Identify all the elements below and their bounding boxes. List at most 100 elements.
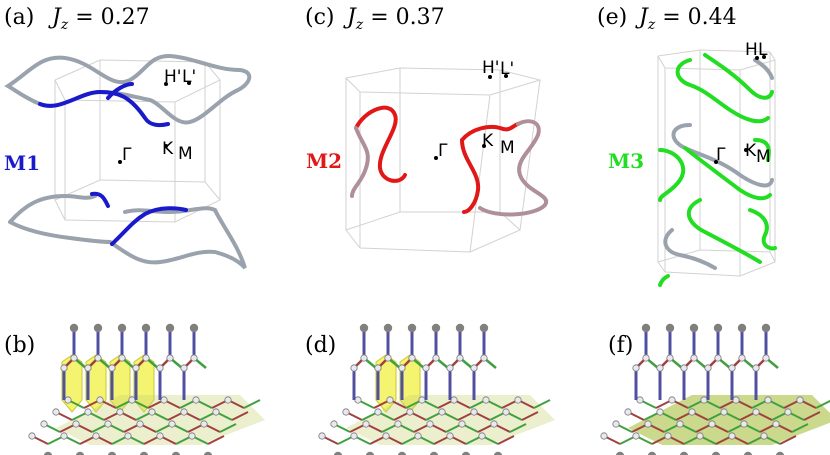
atom [679,451,689,455]
fermi-arc-c-left-gray [350,126,370,198]
atom [743,451,753,455]
atom [93,323,103,333]
mode-tag-c: M2 [306,149,342,173]
atom-site [426,420,434,428]
atom-site [192,396,200,404]
atom-site [70,354,78,362]
atom-site [422,364,430,372]
atom-site [128,396,136,404]
panel-e: (e) Jz = 0.44 H L K M Γ [597,5,777,287]
atom-site [656,408,664,416]
panel-f-label: (f) [608,333,633,358]
point-e-L: L [758,40,768,60]
bond [243,399,261,409]
atom-site [92,432,100,440]
atom-site [374,364,382,372]
bond [521,411,539,421]
atom [203,451,213,455]
panel-c-jz: Jz = 0.37 [343,5,445,33]
atom [641,323,651,333]
point-e-Gamma: Γ [716,145,726,165]
atom-site [408,354,416,362]
atom [711,451,721,455]
atom [615,451,625,455]
atom [429,451,439,455]
atom-site [354,396,362,404]
panel-a: (a) Jz = 0.27 H' L' K M Γ M1 [4,5,252,270]
atom-site [94,354,102,362]
panel-a-label: (a) [4,5,34,30]
atom-site [362,420,370,428]
atom [665,323,675,333]
atom-site [414,432,422,440]
atom-site [642,354,650,362]
panel-c-label: (c) [305,5,335,30]
atom [165,323,175,333]
bond [219,423,237,433]
point-a-Gamma: Γ [122,145,132,165]
hsp-a: H' L' K M Γ [118,67,196,165]
panel-d-label: (d) [305,333,336,358]
atom [365,451,375,455]
bond [779,435,797,445]
atom [117,323,127,333]
atom-site [480,354,488,362]
panel-e-label: (e) [597,5,627,30]
panel-c: (c) Jz = 0.37 H' L' K M Γ M2 [305,5,549,253]
atom-site [676,420,684,428]
atom-site [148,408,156,416]
atom-site [714,354,722,362]
atom-site [116,408,124,416]
atom-site [382,432,390,440]
atom-site [156,432,164,440]
atom-site [458,420,466,428]
atom-site [740,420,748,428]
atom [383,323,393,333]
atom-site [188,432,196,440]
atom-site [632,432,640,440]
atom [737,323,747,333]
atom-site [700,396,708,404]
atom-site [108,364,116,372]
bond [231,411,249,421]
bond [207,435,225,445]
atom-site [470,408,478,416]
atom-site [688,408,696,416]
fermi-arc-c-left [354,105,407,183]
atom-site [644,420,652,428]
atom-site [450,396,458,404]
atom-site [690,354,698,362]
atom-site [124,432,132,440]
fermi-arc-a-bot-blue [90,191,188,246]
bond [497,435,515,445]
atom-site [28,432,36,440]
point-a-K: K [162,139,174,159]
atom-site [212,408,220,416]
atom-site [446,364,454,372]
bond [803,411,821,421]
point-a-L: L' [182,67,196,87]
atom [359,323,369,333]
atom-site [456,354,464,362]
fermi-arc-a-top-gray [4,53,252,125]
atom-site [490,420,498,428]
bond [533,399,551,409]
atom-site [96,396,104,404]
lattice-d [318,323,555,455]
atom-site [52,408,60,416]
atom-site [760,432,768,440]
atom-site [72,420,80,428]
atom-site [166,354,174,362]
bond [509,423,527,433]
point-c-Gamma: Γ [438,141,448,161]
atom-site [708,420,716,428]
atom [775,451,785,455]
atom-site [446,432,454,440]
point-c-L: L' [500,59,514,79]
atom-site [432,354,440,362]
atom-site [764,396,772,404]
atom-site [156,364,164,372]
hsp-e: H L K M Γ [714,40,771,167]
atom-site [772,420,780,428]
